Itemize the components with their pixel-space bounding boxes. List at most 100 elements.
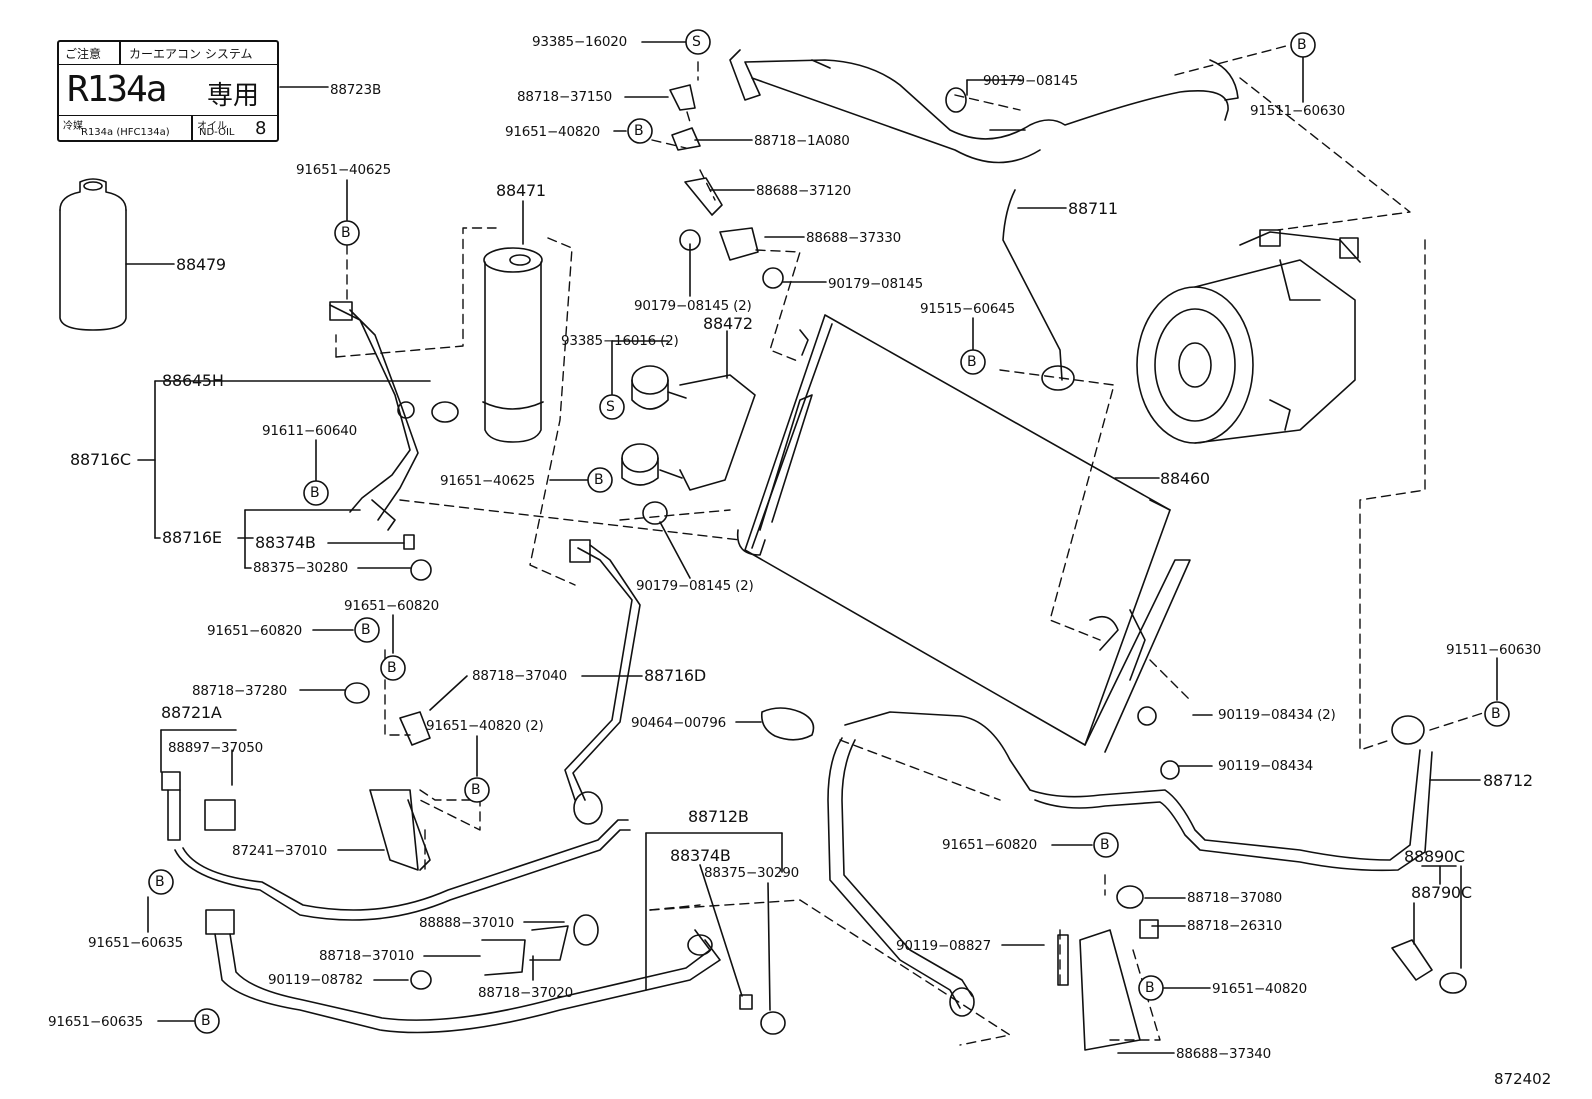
part-label-p90464_00796: 90464−00796 [631,715,727,731]
part-label-p88718_26310: 88718−26310 [1187,918,1283,934]
part-label-p88718_37010: 88718−37010 [319,948,415,964]
marker-circles [148,29,1510,1034]
part-label-p88688_37340: 88688−37340 [1176,1046,1272,1062]
part-label-p91651_60820c: 91651−60820 [942,837,1038,853]
part-label-p91651_60635a: 91651−60635 [88,935,184,951]
gas-value: R134a (HFC134a) [81,127,170,138]
part-label-p88460: 88460 [1160,469,1210,488]
marker-b-11: B [471,782,481,798]
marker-b-15: B [201,1013,211,1029]
part-label-p88897_37050: 88897−37050 [168,740,264,756]
part-label-p88718_37080: 88718−37080 [1187,890,1283,906]
pipe-88716D [564,539,641,825]
part-label-p88688_37120: 88688−37120 [756,183,852,199]
part-label-p88721A: 88721A [161,703,222,722]
marker-b-10: B [1491,706,1501,722]
part-label-p91651_40820a: 91651−40820 [505,124,601,140]
part-label-p90119_08434a: 90119−08434 (2) [1218,707,1336,723]
part-label-p88718_37020: 88718−37020 [478,985,574,1001]
marker-b-4: B [1297,37,1307,53]
part-label-p88374B_a: 88374B [255,533,316,552]
marker-s-3: S [606,399,615,415]
part-label-p88888_37010: 88888−37010 [419,915,515,931]
marker-b-0: B [341,225,351,241]
part-label-p88712: 88712 [1483,771,1533,790]
part-label-p91611_60640: 91611−60640 [262,423,358,439]
brackets [369,789,1141,1051]
marker-b-13: B [155,874,165,890]
leader-lines [125,41,1498,1054]
receiver-drier [482,247,544,443]
part-label-p88890C: 88890C [1404,847,1465,866]
part-label-p90179_08145a: 90179−08145 [828,276,924,292]
part-label-p88716D: 88716D [644,666,707,685]
compressor [1136,229,1361,444]
part-label-p88645H: 88645H [162,371,224,390]
part-label-p88375_30280: 88375−30280 [253,560,349,576]
caution-system: カーエアコン システム [129,47,253,61]
marker-b-8: B [361,622,371,638]
part-label-p91651_60635b: 91651−60635 [48,1014,144,1030]
marker-b-9: B [387,660,397,676]
caution-title: ご注意 [65,47,102,61]
part-label-p88790C: 88790C [1411,883,1472,902]
part-label-p88716C: 88716C [70,450,131,469]
part-label-p90119_08782: 90119−08782 [268,972,364,988]
refrigerant-exclusive: 専用 [207,81,260,111]
part-label-p88716E: 88716E [162,528,222,547]
part-label-p88471: 88471 [496,181,546,200]
part-label-p88718_37040: 88718−37040 [472,668,568,684]
part-label-p91651_60820a: 91651−60820 [344,598,440,614]
caution-label-88723B: ご注意 カーエアコン システム R134a 専用 冷媒 R134a (HFC13… [57,40,279,142]
part-label-p88712B: 88712B [688,807,749,826]
pipe-88721A [161,771,631,921]
marker-b-5: B [967,354,977,370]
part-label-p88374B_b: 88374B [670,846,731,865]
pipe-88712 [827,711,1433,1017]
gas-label: 冷媒 [63,121,83,132]
marker-b-12: B [1100,837,1110,853]
part-label-p88718_1A080: 88718−1A080 [754,133,850,149]
part-label-p88479: 88479 [176,255,226,274]
drier-bracket [621,365,756,491]
part-label-p88718_37150: 88718−37150 [517,89,613,105]
part-label-p90179_08145c: 90179−08145 [983,73,1079,89]
marker-b-7: B [594,472,604,488]
sheet-number: 872402 [1494,1070,1552,1088]
pipe-88716C [329,301,459,531]
part-label-p91651_40625a: 91651−40625 [296,162,392,178]
part-label-p87241_37010: 87241−37010 [232,843,328,859]
part-label-p91651_40820b: 91651−40820 (2) [426,718,544,734]
part-label-p88723B: 88723B [330,82,382,98]
part-label-p91511_60630a: 91511−60630 [1250,103,1346,119]
part-label-p91651_40625b: 91651−40625 [440,473,536,489]
oil-value: ND-OIL [199,127,235,138]
marker-b-2: B [634,123,644,139]
pipe-88711 [729,49,1239,381]
part-label-p88711: 88711 [1068,199,1118,218]
part-label-p88688_37330: 88688−37330 [806,230,902,246]
part-label-p90179_08145d: 90179−08145 (2) [636,578,754,594]
marker-b-14: B [1145,980,1155,996]
oil-label: オイル [197,121,227,132]
refrigerant-can [59,178,127,331]
marker-s-1: S [692,34,701,50]
part-label-p90119_08827: 90119−08827 [896,938,992,954]
caution-header: ご注意 カーエアコン システム [59,42,277,65]
part-label-p91515_60645: 91515−60645 [920,301,1016,317]
caution-spec-row: 冷媒 R134a (HFC134a) オイル ND-OIL 8 [59,116,277,142]
marker-b-6: B [310,485,320,501]
part-label-p88718_37280: 88718−37280 [192,683,288,699]
clamps [344,84,1467,1035]
part-label-p93385_16020: 93385−16020 [532,34,628,50]
part-label-p90179_08145b: 90179−08145 (2) [634,298,752,314]
part-label-p91511_60630b: 91511−60630 [1446,642,1542,658]
part-label-p91651_40820c: 91651−40820 [1212,981,1308,997]
part-label-p90119_08434b: 90119−08434 [1218,758,1314,774]
condenser [736,314,1191,753]
part-label-p88472: 88472 [703,314,753,333]
caution-refrigerant-row: R134a 専用 [59,65,277,116]
oil-grade: 8 [255,118,267,139]
part-label-p91651_60820b: 91651−60820 [207,623,303,639]
